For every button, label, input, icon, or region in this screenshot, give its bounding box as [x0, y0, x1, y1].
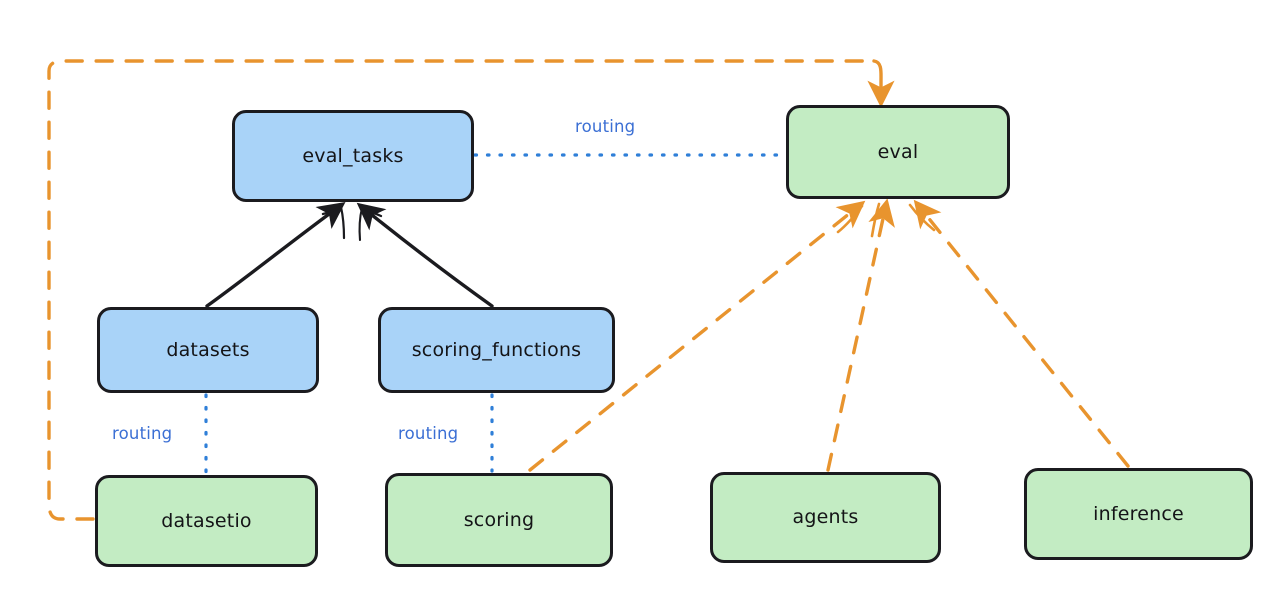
- edge-label-routing-scoring-functions: routing: [398, 424, 459, 443]
- node-scoring-functions[interactable]: scoring_functions: [378, 307, 615, 393]
- edge-datasetio-to-eval: [47, 59, 895, 521]
- edge-scoring-to-eval: [528, 200, 866, 472]
- node-agents[interactable]: agents: [710, 472, 941, 563]
- edge-label-routing-eval-tasks: routing: [575, 117, 636, 136]
- edge-label-routing-datasets: routing: [112, 424, 173, 443]
- node-label: inference: [1093, 502, 1184, 525]
- node-datasets[interactable]: datasets: [97, 307, 319, 393]
- node-label: scoring_functions: [411, 338, 582, 361]
- node-datasetio[interactable]: datasetio: [95, 475, 318, 567]
- node-label: eval_tasks: [302, 144, 404, 167]
- edge-datasets-to-eval-tasks: [205, 202, 346, 308]
- node-eval[interactable]: eval: [786, 105, 1010, 199]
- node-label: eval: [877, 140, 919, 163]
- eval-arrowhead-whiskers: [836, 202, 936, 238]
- node-inference[interactable]: inference: [1024, 468, 1253, 560]
- node-label: datasetio: [161, 509, 252, 532]
- node-label: agents: [792, 506, 859, 529]
- node-scoring[interactable]: scoring: [385, 473, 613, 567]
- node-eval-tasks[interactable]: eval_tasks: [232, 110, 474, 202]
- node-label: datasets: [166, 338, 250, 361]
- edge-agents-to-eval: [826, 198, 895, 472]
- edge-inference-to-eval: [913, 199, 1130, 468]
- edge-scoring-functions-to-eval-tasks: [356, 202, 494, 308]
- node-label: scoring: [463, 508, 535, 531]
